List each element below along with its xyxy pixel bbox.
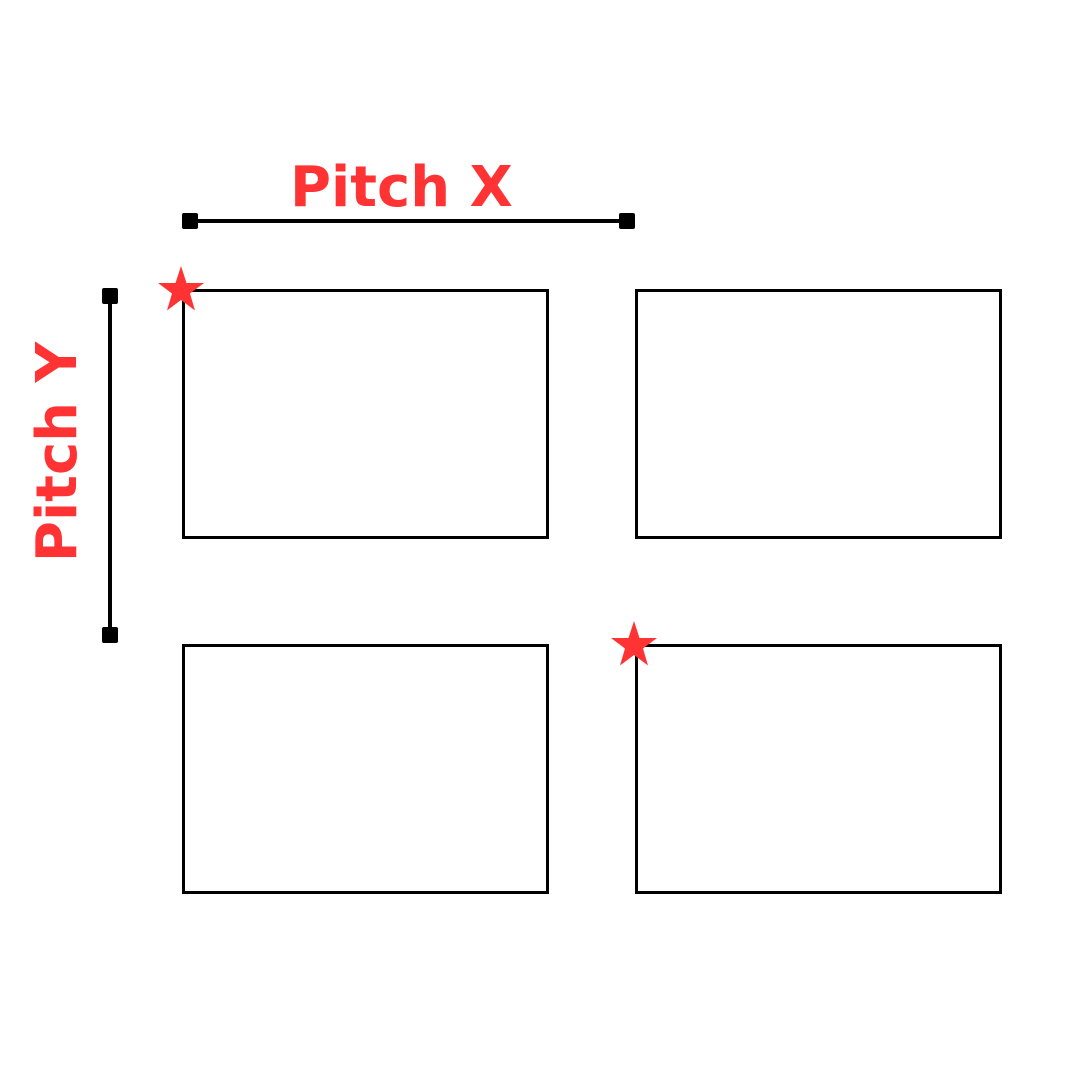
pitch-x-label: Pitch X: [290, 155, 513, 220]
pitch-x-dimension-line: [182, 213, 635, 229]
star-icon: [611, 621, 657, 666]
cell-top-left: [182, 289, 549, 539]
pitch-y-dimension-line: [102, 288, 118, 643]
cell-top-right: [635, 289, 1002, 539]
star-icon: [158, 266, 204, 311]
cell-bottom-right: [635, 644, 1002, 894]
cell-bottom-left: [182, 644, 549, 894]
